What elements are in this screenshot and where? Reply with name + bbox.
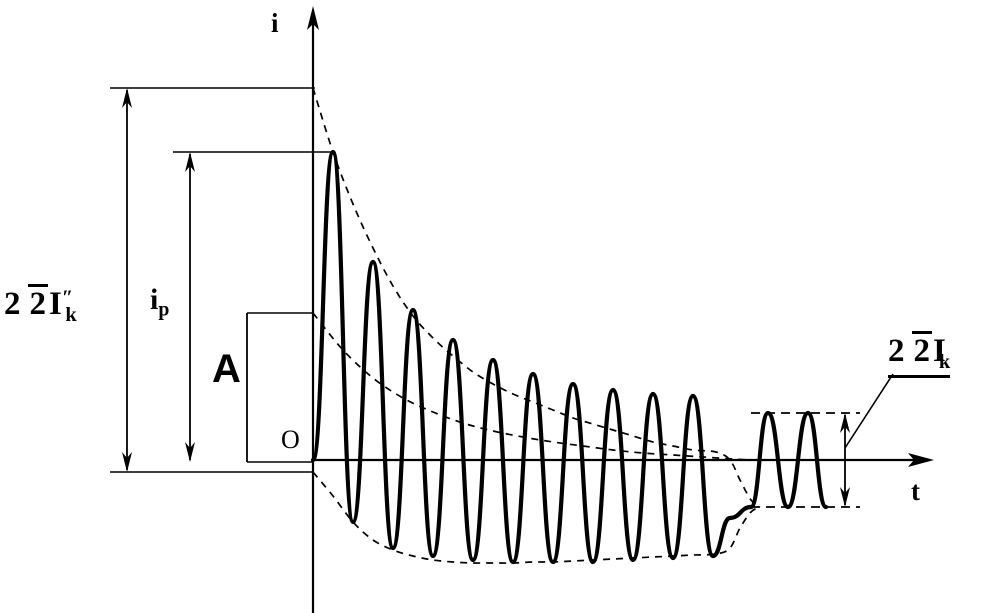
peak-formula-subscript: k (65, 303, 77, 326)
label-amplitude-A: A (212, 347, 241, 391)
time-axis-arrowhead (908, 453, 934, 467)
steady-formula-radicand: 2 (912, 331, 932, 369)
leader-line (844, 373, 894, 449)
dim-arrow-up-peak-total (122, 88, 132, 108)
steady-label-leader (844, 373, 894, 449)
dim-arrow-up-steady-peak-to-peak (840, 413, 850, 433)
dc-component (312, 312, 752, 461)
peak-formula-lead: 2 (4, 286, 23, 322)
dim-arrow-down-peak-total (122, 452, 132, 472)
label-ip: ip (150, 285, 169, 320)
current-trace (310, 149, 829, 565)
label-current-axis: i (271, 8, 279, 38)
current-waveform (310, 149, 829, 565)
peak-formula-superscript: ″ (61, 286, 73, 309)
steady-formula-variable: I (932, 333, 946, 369)
peak-formula-variable: I (48, 286, 62, 322)
dim-arrow-down-steady-peak-to-peak (840, 487, 850, 507)
steady-formula-subscript: k (938, 350, 951, 373)
dc-component-curve (312, 312, 752, 461)
dim-arrow-up-ip (185, 152, 195, 172)
envelope-lower-envelope (312, 471, 761, 564)
peak-formula-radicand: 2 (28, 284, 48, 322)
steady-state-markers (751, 412, 860, 508)
label-origin: O (281, 425, 300, 454)
steady-formula-lead: 2 (888, 333, 907, 369)
label-time-axis: t (911, 476, 920, 506)
ip-subscript: p (158, 298, 170, 321)
current-axis-arrowhead (307, 6, 319, 30)
ip-variable: i (150, 283, 159, 316)
dimension-lines (110, 87, 850, 507)
envelope-upper-envelope (312, 87, 761, 508)
dim-arrow-down-ip (185, 442, 195, 462)
axes-group (307, 6, 934, 613)
